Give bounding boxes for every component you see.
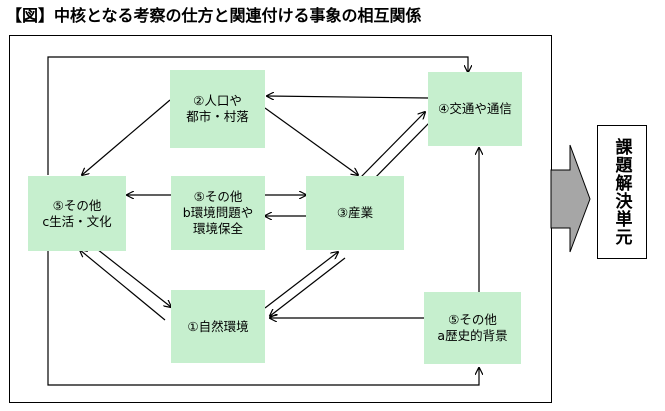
node-life-line2: c生活・文化 [42, 213, 112, 229]
result-arrow [550, 144, 591, 253]
arrow-industry-to-traffic [359, 112, 425, 179]
node-life: ⑤その他 c生活・文化 [28, 176, 126, 251]
node-environment-line2: b環境問題や [182, 205, 254, 220]
arrow-life-to-traffic [47, 56, 468, 175]
node-population-line1: ②人口や [193, 93, 242, 108]
arrow-industry-to-nature [270, 257, 346, 316]
arrow-nature-to-life [80, 250, 166, 321]
arrow-life-to-history [47, 230, 479, 386]
arrow-traffic-to-population [267, 96, 429, 98]
node-population: ②人口や 都市・村落 [170, 70, 265, 148]
node-nature-line1: ①自然環境 [187, 318, 249, 334]
node-industry: ③産業 [306, 176, 404, 250]
arrow-life-to-nature [87, 241, 171, 307]
node-traffic-line1: ④交通や通信 [438, 101, 512, 116]
node-history: ⑤その他 a歴史的背景 [424, 292, 521, 364]
node-nature: ①自然環境 [171, 290, 265, 363]
arrow-nature-to-industry [264, 252, 338, 309]
arrow-traffic-to-industry [368, 121, 431, 185]
result-box: 課題解決単元 [597, 125, 647, 259]
node-life-line1: ⑤その他 [52, 197, 102, 213]
node-population-line2: 都市・村落 [186, 109, 249, 124]
arrow-population-to-industry [264, 107, 358, 175]
node-history-line2: a歴史的背景 [437, 328, 508, 343]
arrow-population-to-life [82, 99, 171, 175]
node-environment-line3: 環境保全 [192, 221, 243, 236]
node-environment-line1: ⑤その他 [193, 189, 243, 204]
node-history-line1: ⑤その他 [448, 312, 497, 327]
node-traffic: ④交通や通信 [428, 72, 522, 146]
figure-title: 【図】中核となる考察の仕方と関連付ける事象の相互関係 [6, 6, 422, 25]
result-label: 課題解決単元 [611, 138, 632, 246]
node-industry-line1: ③産業 [336, 205, 374, 220]
node-environment: ⑤その他 b環境問題や 環境保全 [171, 176, 265, 250]
